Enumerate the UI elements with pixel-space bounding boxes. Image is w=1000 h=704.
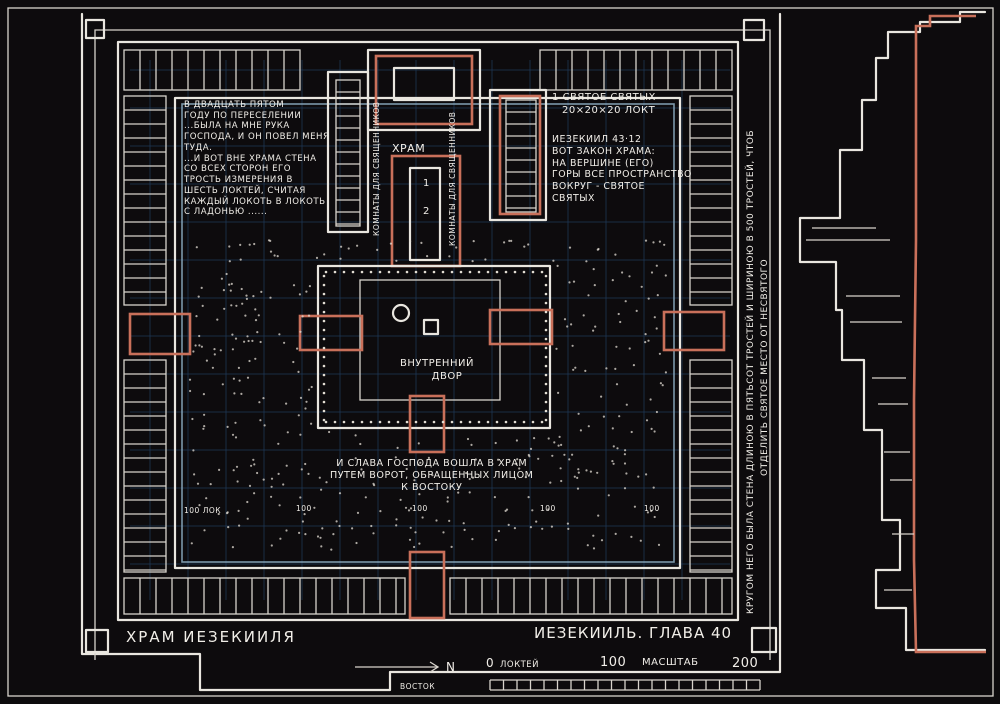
- priests-chambers-left: [326, 70, 370, 234]
- wall-quote-line-1: КРУГОМ НЕГО БЫЛА СТЕНА ДЛИНОЮ В ПЯТЬСОТ …: [746, 130, 756, 614]
- quote-left-line: КАЖДЫЙ ЛОКОТЬ В ЛОКОТЬ: [184, 196, 326, 207]
- wall-quote-line-2: ОТДЕЛИТЬ СВЯТОЕ МЕСТО ОТ НЕСВЯТОГО: [760, 258, 770, 476]
- chamber-column: [689, 359, 733, 573]
- inner-court-wall: [316, 264, 552, 430]
- quote-left-line: СО ВСЕХ СТОРОН ЕГО: [184, 164, 292, 175]
- inner-court-square: [359, 279, 501, 401]
- outer-platform-outline: [80, 12, 782, 692]
- north-label: N: [446, 660, 456, 674]
- corner-box-sw: [84, 628, 110, 654]
- outer-court-inner-edge: [173, 96, 682, 570]
- quote-left-line: ТРОСТЬ ИЗМЕРЕНИЯ В: [184, 175, 293, 186]
- chamber-row: [449, 577, 733, 615]
- plan-title: ХРАМ ИЕЗЕКИИЛЯ: [126, 628, 296, 646]
- quote-left-line: ...БЫЛА НА МНЕ РУКА: [184, 121, 290, 132]
- gate-west-outer: [128, 312, 192, 356]
- holy-of-holies-label: 1 СВЯТОЕ СВЯТЫХ 20×20×20 ЛОКТ: [552, 92, 656, 117]
- temple-label: ХРАМ: [392, 142, 426, 155]
- priests-chambers-right: [488, 88, 548, 222]
- chamber-column: [505, 99, 537, 213]
- gate-south-inner: [408, 394, 446, 454]
- west-building-core: [392, 66, 456, 102]
- scale-bar: [489, 679, 761, 691]
- quote-right-line: СВЯТЫХ: [552, 192, 595, 204]
- quote-left-line: ...И ВОТ ВНЕ ХРАМА СТЕНА: [184, 153, 317, 164]
- priests-rooms-label-right: КОМНАТЫ ДЛЯ СВЯЩЕННИКОВ: [448, 111, 457, 246]
- altar-square: [422, 318, 440, 336]
- chamber-column: [123, 359, 167, 573]
- north-arrow-head: [429, 661, 440, 673]
- glory-quote-line: К ВОСТОКУ: [401, 481, 463, 493]
- measure-mark-4: 100: [540, 504, 556, 513]
- quote-left-line: ШЕСТЬ ЛОКТЕЙ, СЧИТАЯ: [184, 185, 306, 196]
- quote-left-line: С ЛАДОНЬЮ ......: [184, 207, 268, 218]
- pavement-dots: [188, 239, 668, 551]
- chamber-row: [123, 49, 301, 91]
- quote-left-line: ТУДА.: [184, 142, 213, 153]
- gate-south-outer: [408, 550, 446, 620]
- west-building-red-outline: [374, 54, 474, 126]
- quote-left-line: В ДВАДЦАТЬ ПЯТОМ: [184, 100, 285, 110]
- measure-mark-2: 100: [296, 504, 312, 513]
- chamber-column: [689, 95, 733, 306]
- scale-mid: 100: [600, 655, 627, 670]
- quote-right-line: ВОКРУГ - СВЯТОЕ: [552, 181, 645, 192]
- gate-east-outer: [662, 310, 726, 352]
- section-profile-steps: [806, 227, 914, 591]
- priests-rooms-label-left: КОМНАТЫ ДЛЯ СВЯЩЕННИКОВ: [372, 101, 381, 236]
- east-label: ВОСТОК: [400, 682, 436, 691]
- sanctuary-number: 2: [423, 206, 430, 217]
- section-profile-red-line: [912, 14, 986, 654]
- chamber-column: [335, 79, 361, 227]
- holy-of-holies-number: 1: [423, 178, 430, 189]
- chamber-row: [123, 577, 406, 615]
- chapter-label: ИЕЗЕКИИЛЬ. ГЛАВА 40: [534, 624, 733, 642]
- outer-platform-inner-line: [94, 29, 771, 660]
- scale-word: МАСШТАБ: [642, 657, 699, 668]
- measure-mark-1: 100 ЛОК: [184, 506, 222, 515]
- chamber-column: [123, 95, 167, 306]
- quote-left-line: ГОСПОДА, И ОН ПОВЕЛ МЕНЯ: [184, 132, 330, 143]
- measure-mark-5: 100: [644, 504, 660, 513]
- quote-right-line: ВОТ ЗАКОН ХРАМА:: [552, 145, 656, 157]
- board-frame: [7, 7, 994, 697]
- scale-unit: ЛОКТЕЙ: [500, 660, 540, 670]
- quote-right-line: ИЕЗЕКИИЛ 43·12: [552, 134, 642, 145]
- quote-left-line: ГОДУ ПО ПЕРЕСЕЛЕНИИ: [184, 110, 302, 121]
- scale-end: 200: [732, 656, 759, 671]
- section-profile-outline: [798, 10, 987, 652]
- gates: [128, 308, 726, 620]
- laver-circle: [391, 303, 411, 323]
- background-grid: [130, 60, 730, 600]
- measure-mark-3: 100: [412, 504, 428, 513]
- corner-box-se: [750, 626, 778, 654]
- quote-right-line: НА ВЕРШИНЕ (ЕГО): [552, 157, 654, 169]
- corner-box-nw: [84, 18, 106, 40]
- corner-box-ne: [742, 18, 766, 42]
- outer-court-pavement-line: [181, 103, 675, 563]
- outer-chambers: [123, 49, 733, 615]
- inner-court-label: ВНУТРЕННИЙ ДВОР: [400, 358, 474, 383]
- glory-quote-line: И СЛАВА ГОСПОДА ВОШЛА В ХРАМ: [336, 458, 528, 469]
- temple-nave: [408, 166, 442, 262]
- gate-west-inner: [298, 314, 364, 352]
- inner-court-label-line-1: ВНУТРЕННИЙ: [400, 358, 474, 369]
- priests-chambers-right-red: [498, 94, 542, 216]
- gate-east-inner: [488, 308, 554, 346]
- holy-of-holies-name: 1 СВЯТОЕ СВЯТЫХ: [552, 92, 656, 103]
- glory-quote-line: ПУТЕМ ВОРОТ, ОБРАЩЕННЫХ ЛИЦОМ: [330, 469, 534, 481]
- outer-wall: [116, 40, 740, 622]
- scale-zero: 0: [486, 656, 495, 670]
- quote-right-line: ГОРЫ ВСЕ ПРОСТРАНСТВО: [552, 169, 692, 181]
- holy-of-holies-size: 20×20×20 ЛОКТ: [562, 104, 656, 116]
- west-building: [366, 48, 482, 132]
- inner-court-label-line-2: ДВОР: [431, 370, 463, 382]
